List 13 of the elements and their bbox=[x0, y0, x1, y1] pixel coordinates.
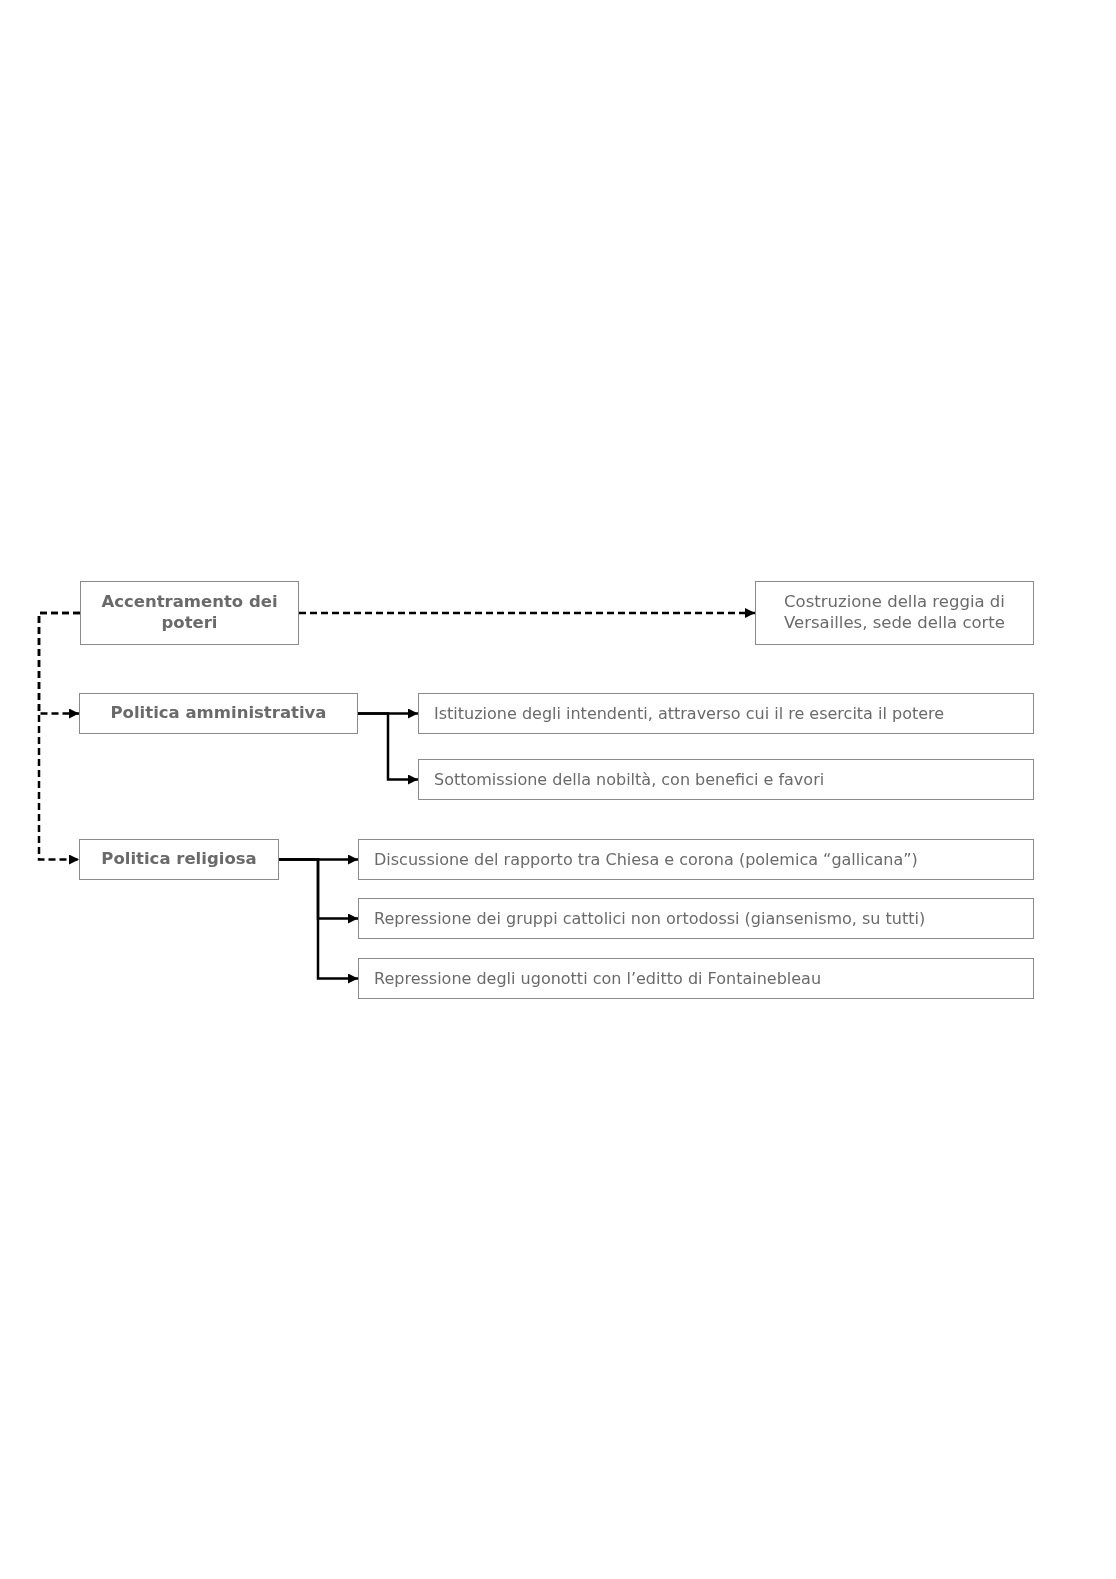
arrow bbox=[279, 858, 358, 984]
category-box: Accentramento dei poteri bbox=[80, 581, 299, 645]
category-box: Politica amministrativa bbox=[79, 693, 358, 734]
text-box: Istituzione degli intendenti, attraverso cui il re esercita il potere bbox=[418, 693, 1034, 734]
text-box: Discussione del rapporto tra Chiesa e corona (polemica “gallicana”) bbox=[358, 839, 1034, 880]
arrow bbox=[299, 608, 755, 618]
text-box: Repressione degli ugonotti con l’editto di Fontainebleau bbox=[358, 958, 1034, 999]
arrow bbox=[358, 712, 418, 785]
text-box: Costruzione della reggia di Versailles, sede della corte bbox=[755, 581, 1034, 645]
arrow bbox=[37, 611, 80, 865]
text-box: Repressione dei gruppi cattolici non ortodossi (giansenismo, su tutti) bbox=[358, 898, 1034, 939]
text-box: Sottomissione della nobiltà, con benefici e favori bbox=[418, 759, 1034, 800]
category-box: Politica religiosa bbox=[79, 839, 279, 880]
